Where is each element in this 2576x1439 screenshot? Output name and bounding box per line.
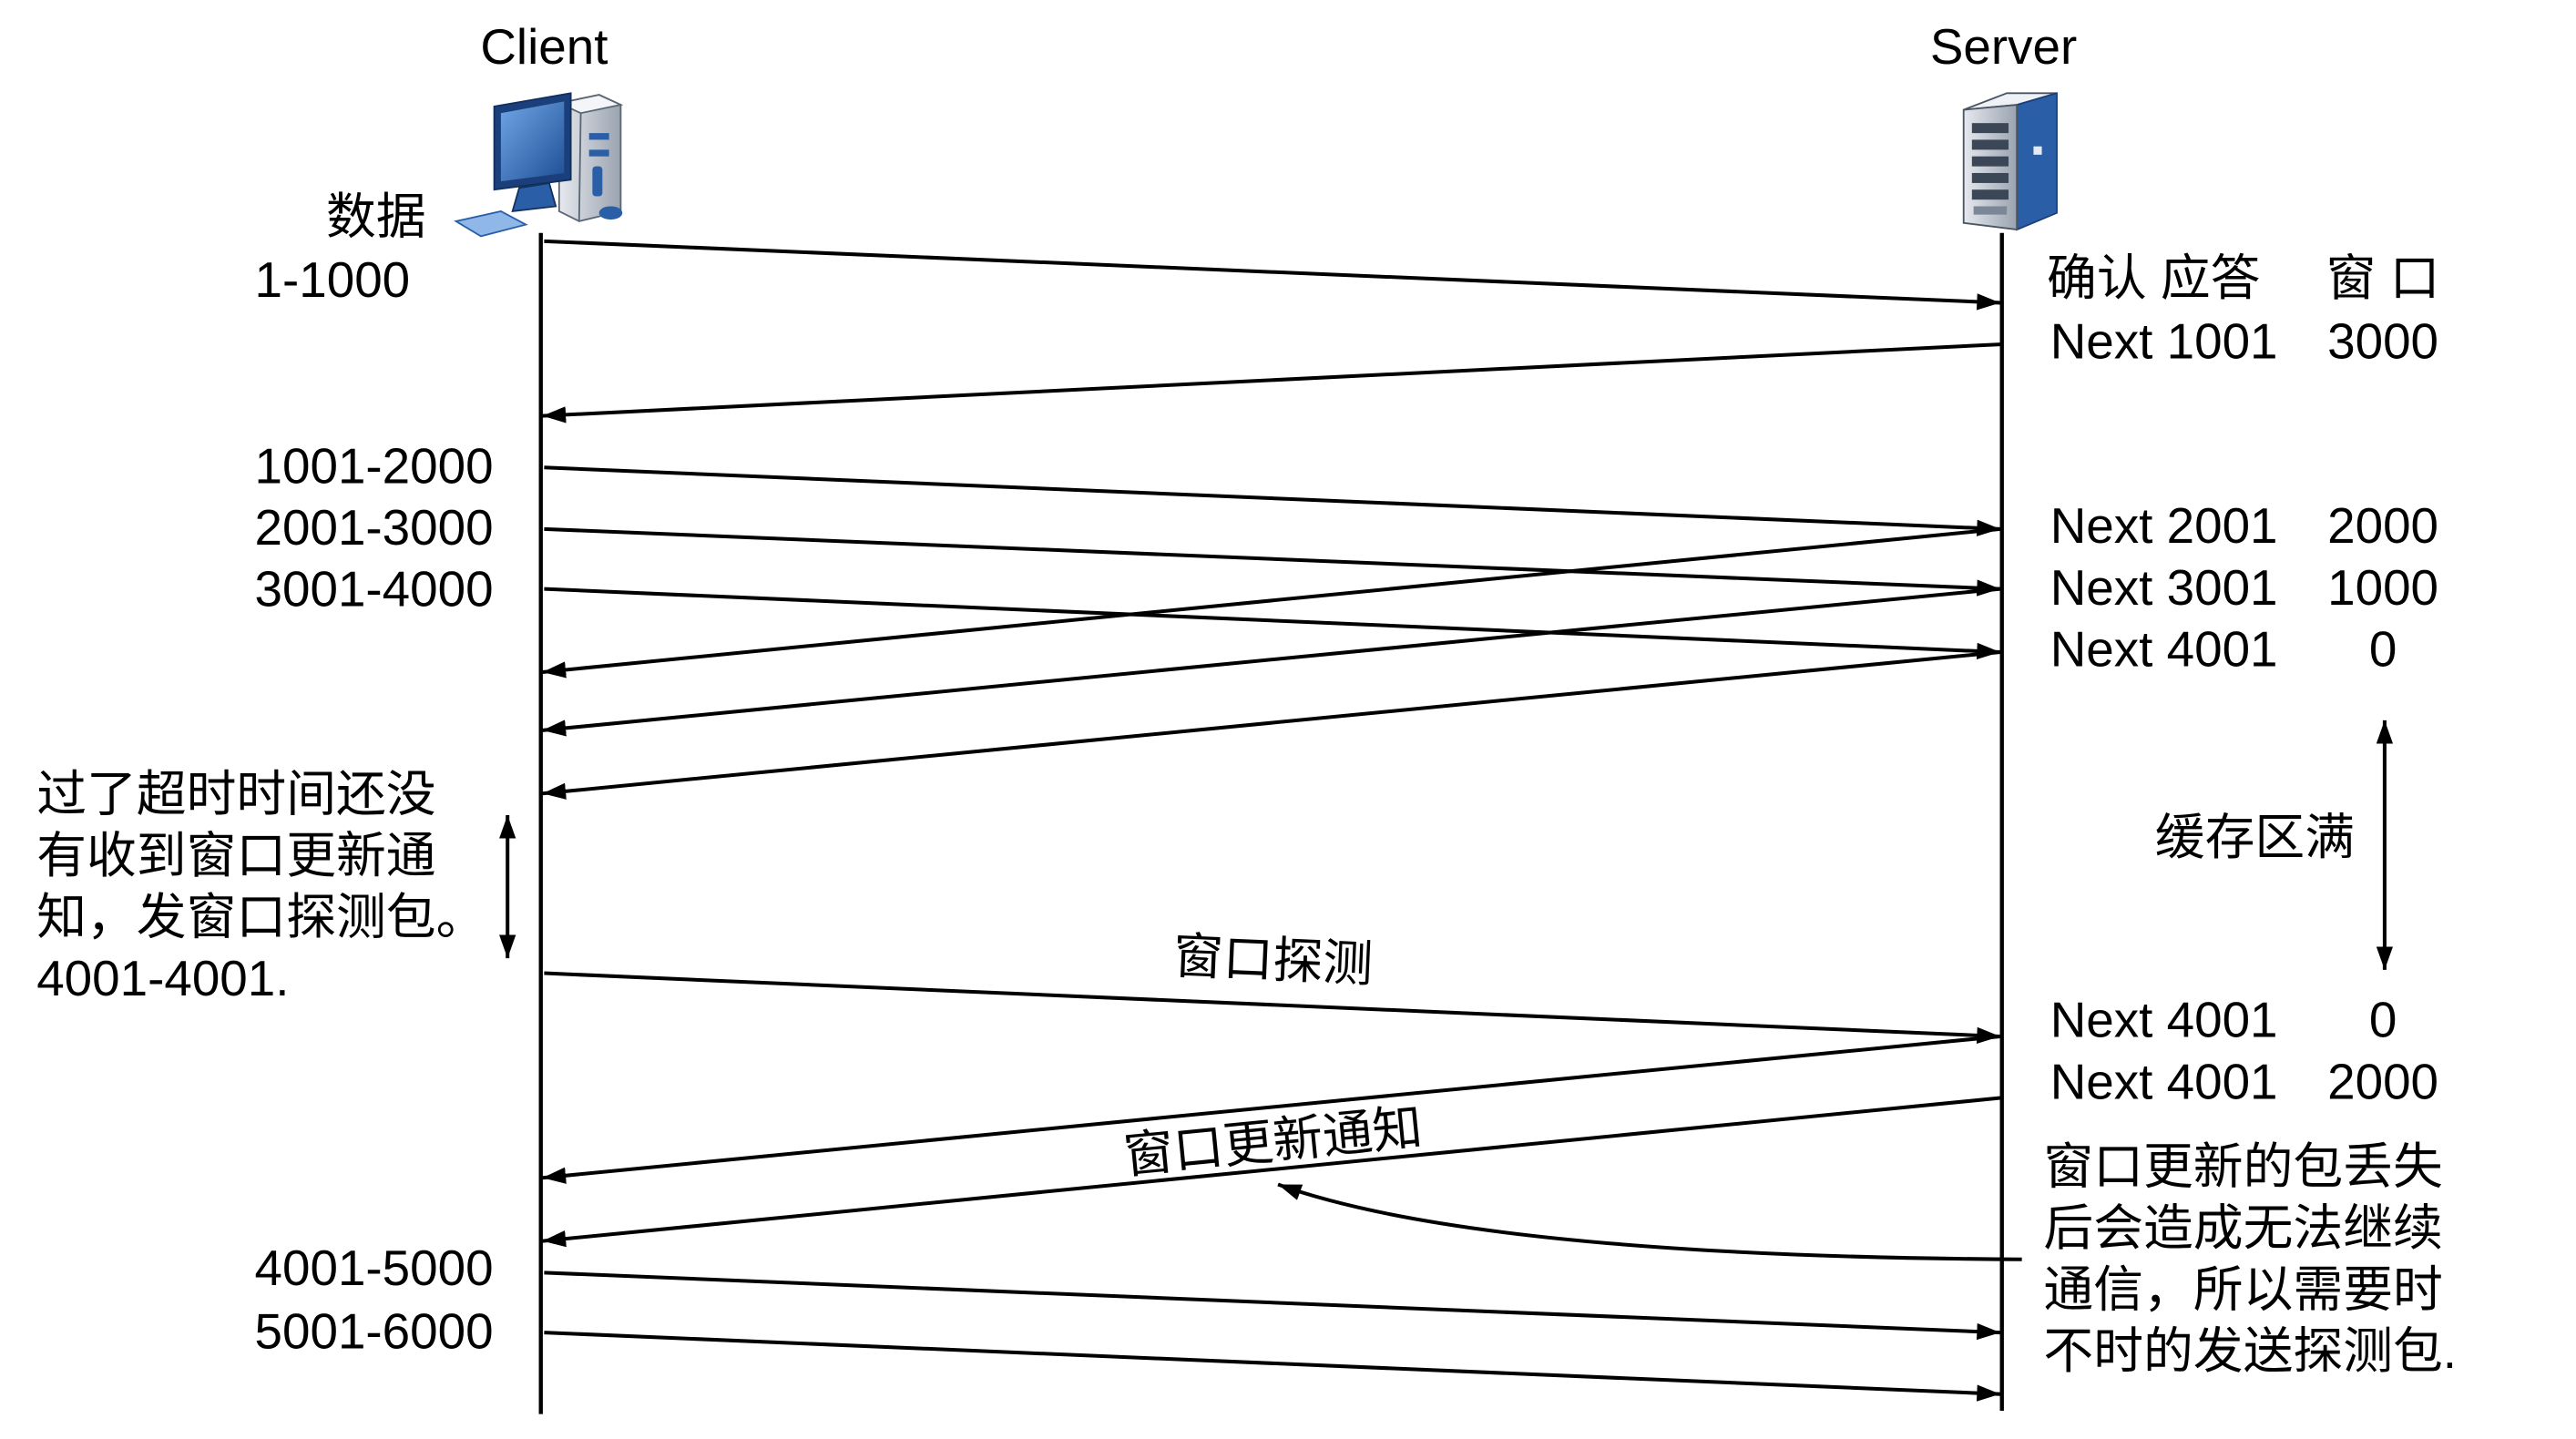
server-tower-icon (1962, 92, 2058, 231)
ack-arrow (542, 342, 2001, 424)
window-value: 0 (2369, 992, 2397, 1048)
buffer-full-label: 缓存区满 (2155, 809, 2355, 865)
data-segment-arrow (544, 239, 2000, 311)
data-segment-arrow (544, 587, 2000, 660)
timeout-note-line: 有收到窗口更新通 (36, 827, 435, 883)
ack-arrow (542, 650, 2001, 800)
ack-value: Next 3001 (2050, 559, 2278, 616)
window-value: 2000 (2327, 497, 2438, 554)
data-segment-arrow (544, 526, 2000, 597)
update-loss-note-line: 后会造成无法继续 (2043, 1199, 2442, 1256)
segment-label: 5001-6000 (255, 1302, 494, 1359)
client-label: Client (480, 18, 608, 75)
segment-label: 4001-5000 (255, 1240, 494, 1296)
ack-arrow (542, 526, 2001, 679)
timeout-note-line: 4001-4001. (36, 950, 289, 1006)
data-header: 数据 (326, 188, 426, 244)
window-value: 3000 (2327, 312, 2438, 369)
window-update-arrow (542, 1096, 2001, 1248)
segment-label: 3001-4000 (255, 561, 494, 617)
ack-value: Next 4001 (2050, 1053, 2278, 1109)
update-loss-note-line: 通信，所以需要时 (2043, 1261, 2442, 1318)
update-loss-note-line: 不时的发送探测包. (2043, 1322, 2457, 1379)
ack-header: 确认 应答 (2047, 250, 2260, 306)
segment-label: 1-1000 (255, 251, 411, 308)
window-value: 1000 (2327, 559, 2438, 616)
update-loss-pointer-arrow (1277, 1182, 2022, 1261)
desktop-computer-icon (454, 92, 624, 238)
data-segment-arrow (544, 1271, 2000, 1341)
update-loss-note-line: 窗口更新的包丢失 (2043, 1138, 2442, 1194)
ack-arrow (542, 587, 2001, 737)
window-value: 0 (2369, 620, 2397, 677)
window-value: 2000 (2327, 1053, 2438, 1109)
ack-value: Next 4001 (2050, 992, 2278, 1048)
window-header: 窗 口 (2326, 250, 2440, 306)
timeout-note-line: 知，发窗口探测包。 (36, 888, 486, 944)
segment-label: 2001-3000 (255, 499, 494, 556)
ack-arrow (542, 1034, 2001, 1184)
timeout-note-line: 过了超时时间还没 (36, 765, 435, 822)
segment-label: 1001-2000 (255, 437, 494, 494)
window-probe-arrow (544, 971, 2000, 1044)
probe-label: 窗口探测 (1172, 927, 1375, 992)
data-segment-arrow (544, 1331, 2000, 1402)
ack-value: Next 4001 (2050, 620, 2278, 677)
ack-value: Next 1001 (2050, 312, 2278, 369)
ack-value: Next 2001 (2050, 497, 2278, 554)
server-label: Server (1930, 18, 2077, 75)
data-segment-arrow (544, 465, 2000, 536)
